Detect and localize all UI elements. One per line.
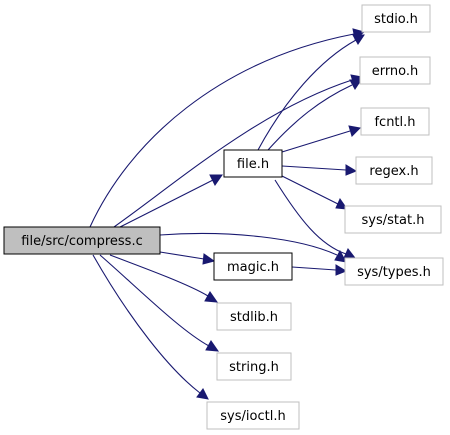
edge-file-to-stdio-arrowhead: [352, 34, 365, 45]
edge-magic-to-systypes: [291, 266, 337, 271]
edge-file-to-systypes-arrowhead: [343, 248, 357, 259]
node-errno-h-label: errno.h: [372, 64, 419, 79]
node-fcntl-h[interactable]: fcntl.h: [360, 107, 430, 136]
edge-file-to-fcntl: [281, 130, 351, 153]
node-string-h[interactable]: string.h: [216, 352, 292, 381]
edge-compress-to-stdlib-arrowhead: [204, 291, 219, 303]
node-sys-types-h-label: sys/types.h: [357, 265, 431, 280]
edge-file-to-stdio: [257, 39, 357, 151]
node-string-h-label: string.h: [229, 360, 279, 375]
node-sys-stat-h-label: sys/stat.h: [362, 213, 425, 228]
node-regex-h-label: regex.h: [369, 164, 418, 179]
node-stdio-h-label: stdio.h: [374, 12, 418, 27]
edge-compress-to-string: [99, 254, 210, 347]
edge-file-to-regex: [281, 165, 347, 171]
node-fcntl-h-label: fcntl.h: [374, 115, 415, 130]
edge-compress-to-stdlib: [109, 254, 209, 297]
edges: [89, 28, 366, 400]
node-stdio-h[interactable]: stdio.h: [361, 4, 431, 33]
node-compress-c-label: file/src/compress.c: [21, 234, 142, 249]
node-file-h-label: file.h: [237, 157, 269, 172]
node-stdlib-h-label: stdlib.h: [230, 310, 278, 325]
edge-file-to-errno-arrowhead: [349, 79, 362, 90]
edge-file-to-sysstat: [279, 174, 339, 205]
edge-compress-to-stdio: [89, 33, 355, 228]
edge-file-to-systypes: [274, 179, 347, 255]
node-errno-h[interactable]: errno.h: [359, 56, 431, 85]
edge-compress-to-systypes: [159, 232, 338, 256]
edge-compress-to-systypes-arrowhead: [334, 249, 347, 263]
edge-compress-to-sysioctl: [92, 254, 201, 394]
node-sys-ioctl-h[interactable]: sys/ioctl.h: [206, 401, 300, 430]
edge-compress-to-file-arrowhead: [209, 174, 223, 186]
edge-magic-to-systypes-arrowhead: [335, 264, 348, 276]
node-regex-h[interactable]: regex.h: [355, 156, 433, 185]
node-sys-types-h[interactable]: sys/types.h: [344, 257, 444, 286]
node-stdlib-h[interactable]: stdlib.h: [216, 302, 292, 331]
edge-file-to-sysstat-arrowhead: [335, 197, 349, 210]
edge-file-to-regex-arrowhead: [345, 164, 358, 176]
edge-compress-to-magic: [159, 251, 205, 260]
edge-file-to-errno: [267, 84, 353, 151]
edge-compress-to-file: [119, 179, 214, 228]
node-sys-stat-h[interactable]: sys/stat.h: [344, 205, 442, 234]
edge-compress-to-errno: [113, 79, 353, 228]
node-magic-h[interactable]: magic.h: [213, 252, 293, 281]
node-magic-h-label: magic.h: [227, 260, 279, 275]
edge-compress-to-sysioctl-arrowhead: [196, 388, 209, 400]
edge-file-to-fcntl-arrowhead: [348, 125, 362, 137]
edge-compress-to-string-arrowhead: [205, 340, 220, 352]
node-sys-ioctl-h-label: sys/ioctl.h: [220, 409, 285, 424]
edge-compress-to-magic-arrowhead: [202, 253, 216, 265]
node-compress-c[interactable]: file/src/compress.c: [3, 226, 161, 255]
node-file-h[interactable]: file.h: [223, 149, 283, 178]
